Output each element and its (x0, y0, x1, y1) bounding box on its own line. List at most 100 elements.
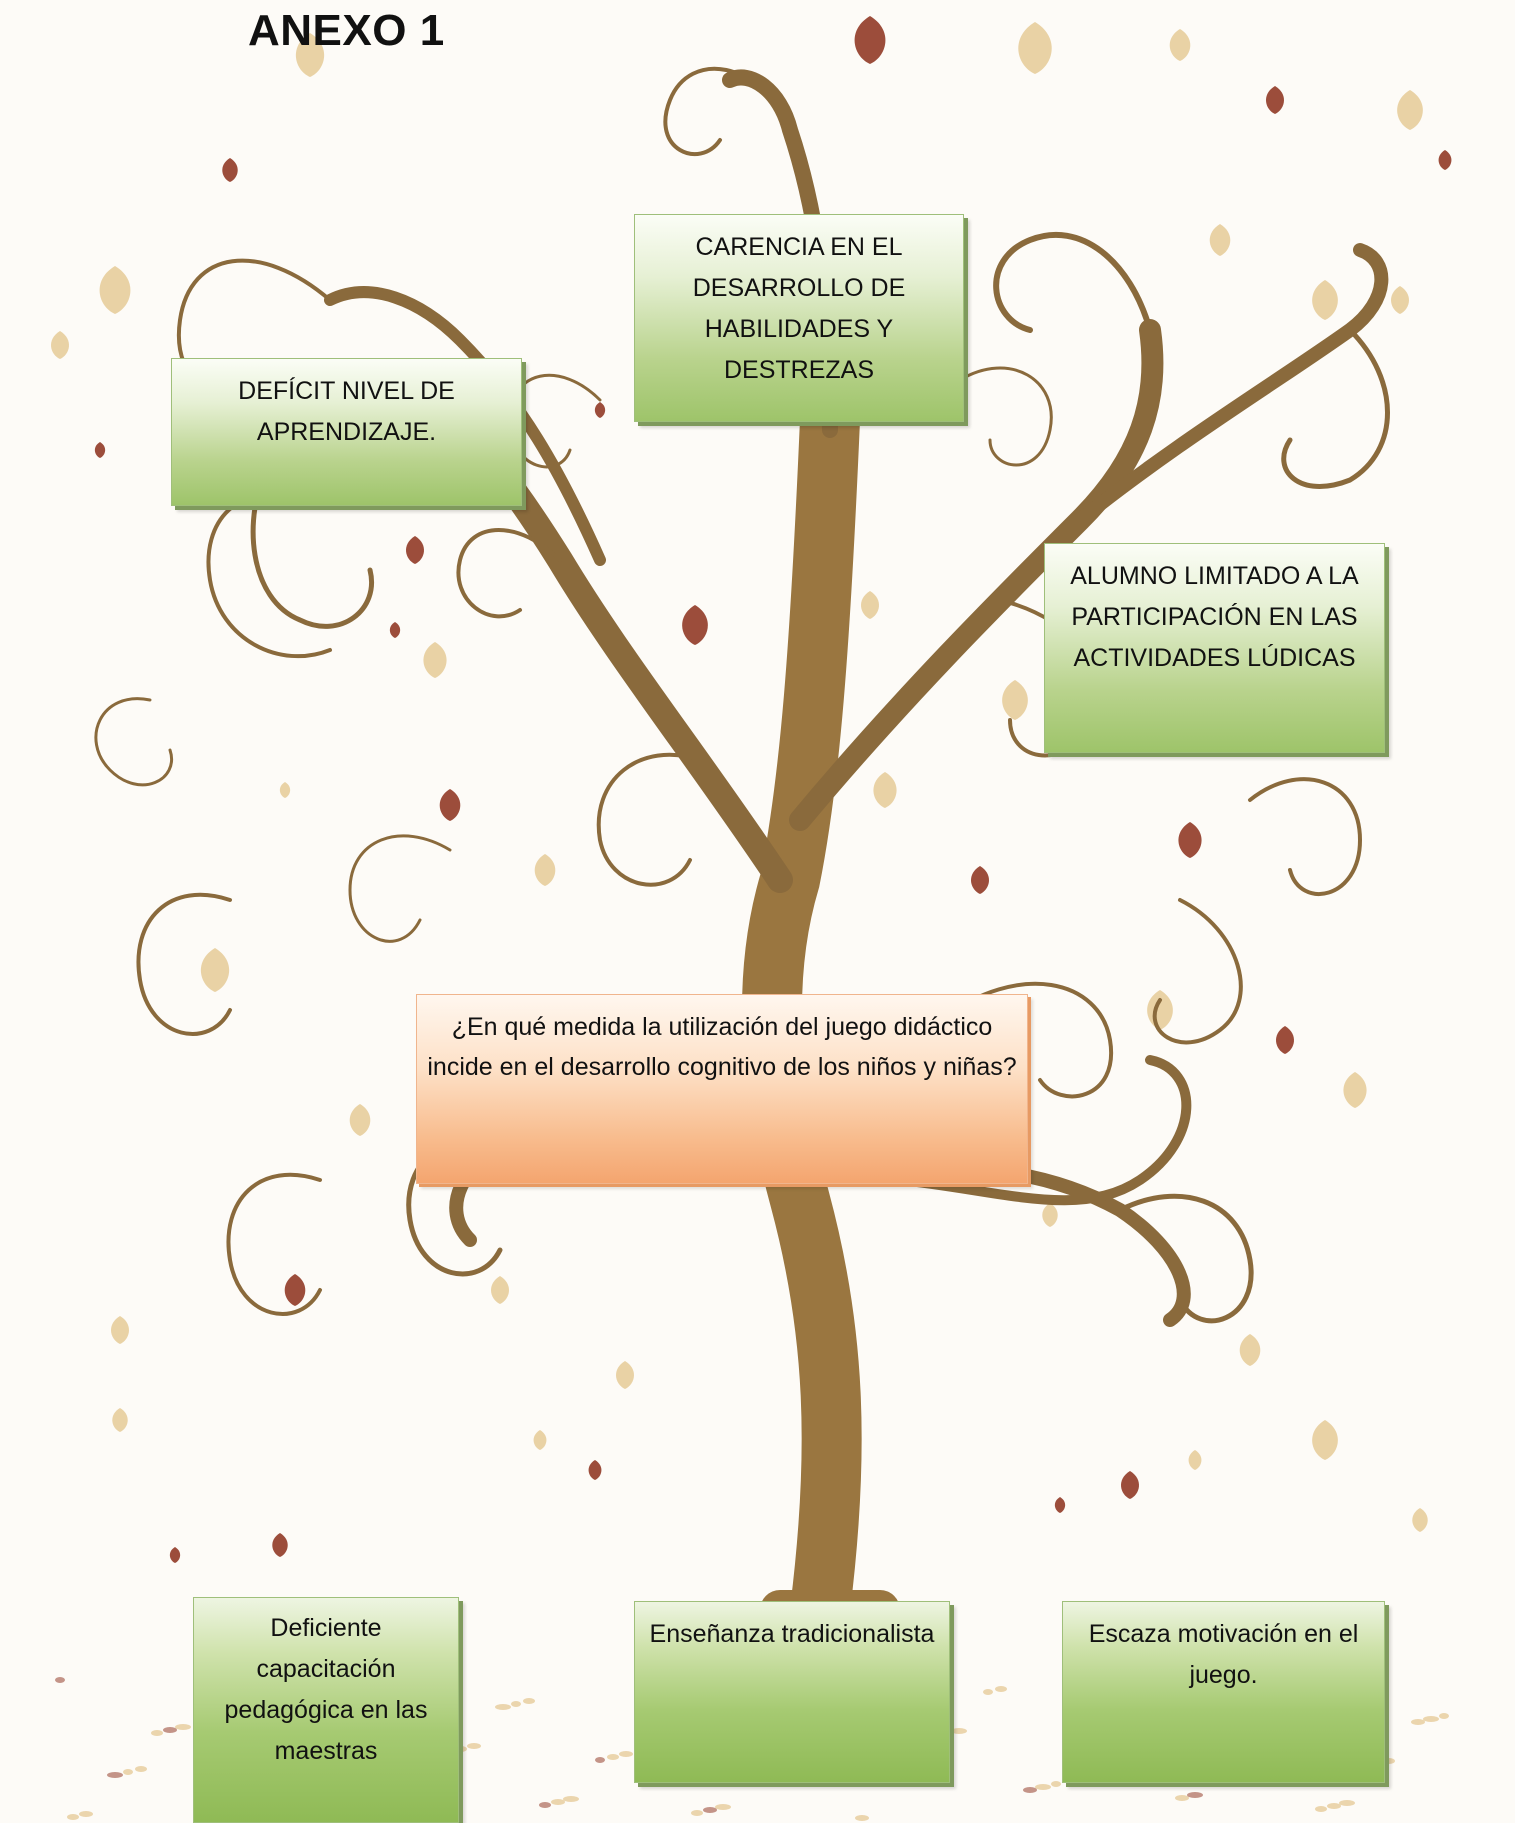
ground-leaf (1423, 1716, 1439, 1722)
swirl (596, 752, 702, 887)
red-leaf (169, 1547, 181, 1563)
ground-leaf (983, 1689, 993, 1695)
ground-leaf (703, 1807, 717, 1813)
cause-box-low-motivation: Escaza motivación en el juego. (1062, 1601, 1385, 1783)
gold-leaf (1412, 1508, 1428, 1532)
red-leaf (1438, 150, 1452, 170)
red-leaf (854, 16, 886, 64)
ground-leaf (163, 1727, 177, 1733)
ground-leaf (495, 1704, 511, 1710)
gold-leaf (1239, 1334, 1261, 1366)
swirl (1152, 898, 1243, 1045)
red-leaf (389, 622, 401, 638)
gold-leaf (1312, 280, 1338, 320)
red-leaf (94, 442, 106, 458)
gold-leaf (112, 1408, 128, 1432)
effect-box-learning-deficit: DEFÍCIT NIVEL DE APRENDIZAJE. (171, 358, 522, 506)
red-leaf (594, 402, 606, 418)
ground-leaf (1439, 1713, 1449, 1719)
effect-text: ALUMNO LIMITADO A LA PARTICIPACIÓN EN LA… (1070, 562, 1359, 672)
ground-leaf (1187, 1792, 1203, 1798)
swirl (958, 366, 1053, 467)
ground-leaf (1035, 1784, 1051, 1790)
gold-leaf (533, 1430, 547, 1450)
ground-leaf (951, 1728, 967, 1734)
ground-leaf (79, 1811, 93, 1817)
red-leaf (284, 1274, 306, 1306)
swirl (456, 528, 562, 619)
red-leaf (1121, 1471, 1139, 1499)
ground-leaf (691, 1810, 703, 1816)
swirl (1248, 777, 1363, 896)
red-leaf (1054, 1497, 1066, 1513)
gold-leaf (873, 772, 897, 808)
swirl (94, 697, 174, 787)
annex-title: ANEXO 1 (248, 6, 445, 55)
problem-box: ¿En qué medida la utilización del juego … (416, 994, 1028, 1184)
effect-box-limited-participation: ALUMNO LIMITADO A LA PARTICIPACIÓN EN LA… (1044, 543, 1385, 753)
effect-text: CARENCIA EN EL DESARROLLO DE HABILIDADES… (692, 233, 906, 384)
cause-box-traditional-teaching: Enseñanza tradicionalista (634, 1601, 950, 1783)
gold-leaf (1188, 1450, 1202, 1470)
red-leaf (971, 866, 989, 894)
gold-leaf (279, 782, 291, 798)
gold-leaf (51, 331, 69, 359)
swirl (1281, 327, 1390, 489)
ground-leaf (123, 1769, 133, 1775)
ground-leaf (551, 1799, 565, 1805)
red-leaf (1266, 86, 1284, 114)
ground-leaf (1023, 1787, 1037, 1793)
ground-leaf (539, 1802, 551, 1808)
gold-leaf (423, 642, 447, 678)
ground-leaf (563, 1796, 579, 1802)
ground-leaf (1383, 1758, 1395, 1764)
swirl (663, 66, 792, 157)
gold-leaf (1002, 680, 1028, 720)
gold-leaf (295, 33, 325, 77)
ground-leaf (107, 1772, 123, 1778)
effect-box-skills-lack: CARENCIA EN EL DESARROLLO DE HABILIDADES… (634, 214, 964, 422)
ground-leaf (135, 1766, 147, 1772)
gold-leaf (99, 266, 131, 314)
red-leaf (1276, 1026, 1294, 1054)
swirl (938, 981, 1114, 1099)
red-leaf (406, 536, 424, 564)
red-leaf (439, 789, 461, 821)
branch-mid-right (895, 1055, 1192, 1206)
ground-leaf (1327, 1803, 1341, 1809)
swirl (1117, 1193, 1254, 1324)
red-leaf (272, 1533, 288, 1557)
gold-leaf (1312, 1420, 1338, 1460)
red-leaf (222, 158, 238, 182)
gold-leaf (1147, 990, 1173, 1030)
gold-leaf (200, 948, 230, 992)
ground-leaf (1315, 1806, 1327, 1812)
cause-text: Escaza motivación en el juego. (1088, 1620, 1359, 1689)
ground-leaf (523, 1698, 535, 1704)
ground-leaf (715, 1804, 731, 1810)
gold-leaf (349, 1104, 371, 1136)
ground-leaf (619, 1751, 633, 1757)
gold-leaf (1169, 29, 1191, 61)
gold-leaf (111, 1316, 129, 1344)
ground-leaf (467, 1743, 481, 1749)
gold-leaf (1018, 22, 1052, 74)
cause-box-teacher-training: Deficiente capacitación pedagógica en la… (193, 1597, 459, 1823)
branch-right-upper (1073, 243, 1389, 527)
swirl (993, 232, 1153, 333)
ground-leaf (855, 1815, 869, 1821)
ground-leaf (67, 1814, 79, 1820)
swirl (348, 834, 452, 943)
red-leaf (588, 1460, 602, 1480)
ground-leaf (607, 1754, 619, 1760)
problem-question: ¿En qué medida la utilización del juego … (427, 1013, 1017, 1081)
effect-text: DEFÍCIT NIVEL DE APRENDIZAJE. (238, 377, 455, 446)
gold-leaf (861, 591, 879, 619)
branch-left-up (324, 286, 606, 566)
gold-leaf (1391, 286, 1409, 314)
cause-text: Deficiente capacitación pedagógica en la… (224, 1614, 428, 1765)
gold-leaf (616, 1361, 634, 1389)
ground-leaf (175, 1724, 191, 1730)
gold-leaf (491, 1276, 509, 1304)
ground-leaf (1175, 1795, 1189, 1801)
